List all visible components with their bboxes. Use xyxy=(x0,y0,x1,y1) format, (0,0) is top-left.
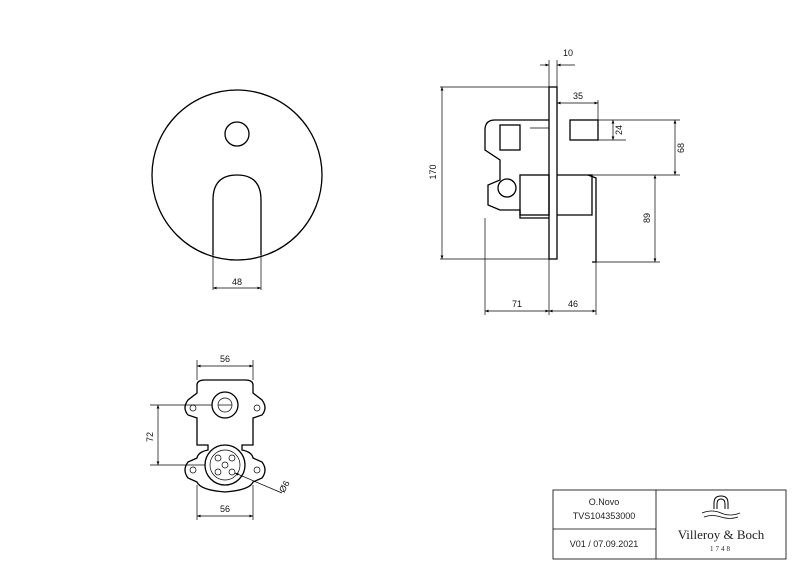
mixer-lever xyxy=(212,174,262,255)
product-name: O.Novo xyxy=(589,497,620,507)
dim-side-46: 46 xyxy=(568,299,578,309)
brand-logo: Villeroy & Boch 1748 xyxy=(678,495,765,553)
title-block: O.Novo TVS104353000 V01 / 07.09.2021 Vil… xyxy=(552,489,787,560)
wall-plate xyxy=(548,86,558,260)
dim-side-24: 24 xyxy=(614,125,624,135)
side-view: 170 10 35 24 68 89 71 46 xyxy=(428,48,686,315)
version-date: V01 / 07.09.2021 xyxy=(570,539,639,549)
dim-rear-height: 72 xyxy=(145,432,155,442)
dim-side-68: 68 xyxy=(676,143,686,153)
dim-rear-bottom-width: 56 xyxy=(220,504,230,514)
outlet-pipe xyxy=(569,119,599,141)
cover-plate-outline xyxy=(151,89,323,261)
dim-side-height: 170 xyxy=(428,164,438,179)
rear-view: 56 72 56 Ø6 xyxy=(145,354,292,520)
dim-side-plate: 10 xyxy=(563,48,573,58)
valve-body xyxy=(484,119,549,219)
dim-side-89: 89 xyxy=(642,213,652,223)
product-code: TVS104353000 xyxy=(573,511,636,521)
lever-end xyxy=(587,174,597,263)
inlet-port xyxy=(497,178,517,198)
dim-rear-top-width: 56 xyxy=(220,354,230,364)
lower-port xyxy=(204,444,246,486)
front-view: 48 xyxy=(151,89,323,290)
brand-name: Villeroy & Boch xyxy=(678,527,765,542)
diverter-knob xyxy=(224,121,250,147)
dim-side-35: 35 xyxy=(573,91,583,101)
mounting-box-outline xyxy=(184,379,266,493)
side-lever xyxy=(557,174,593,216)
dim-side-71: 71 xyxy=(512,299,522,309)
valve-cartridge xyxy=(499,124,521,151)
dim-front-width: 48 xyxy=(232,277,242,287)
brand-year: 1748 xyxy=(710,545,732,553)
